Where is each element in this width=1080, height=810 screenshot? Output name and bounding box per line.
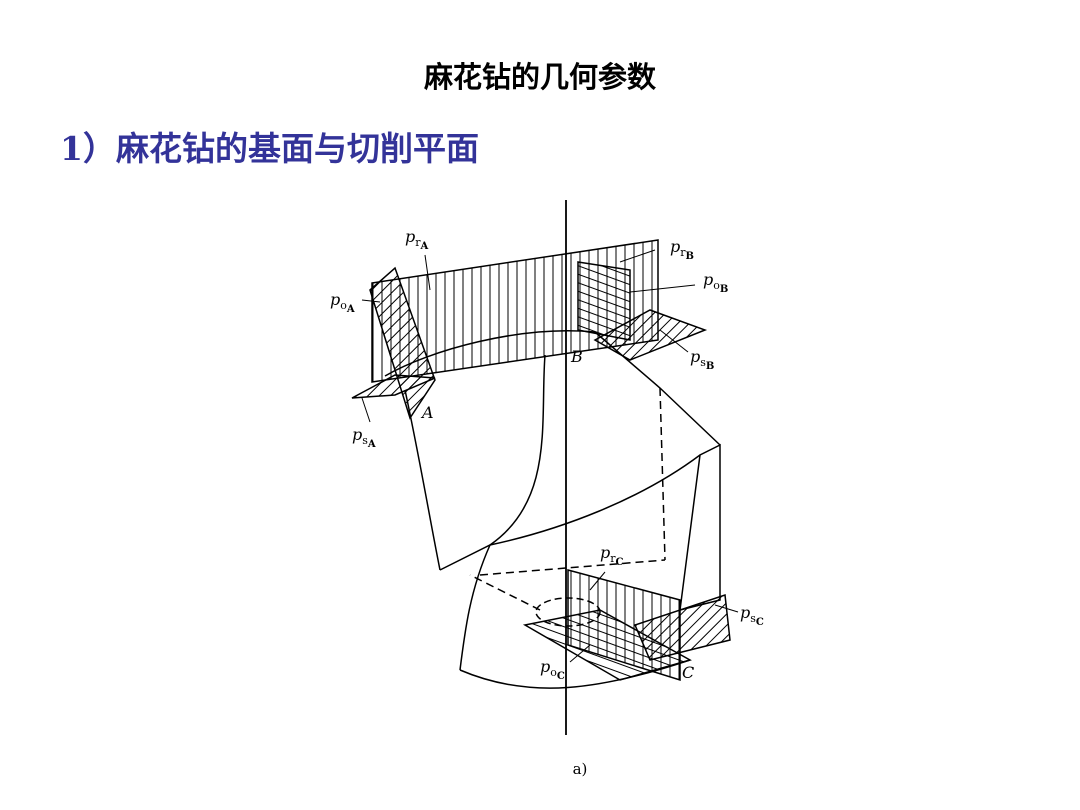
slide-title: 麻花钻的几何参数 — [423, 60, 656, 94]
drill-diagram: prA prB poB poA psB psA prC psC poC A B … — [330, 200, 764, 735]
label-ps-A: psA — [352, 425, 376, 450]
hidden-edge-3 — [479, 559, 666, 576]
point-C-label: C — [682, 663, 694, 682]
label-pr-C: prC — [600, 543, 624, 568]
plane-ps-C — [633, 593, 731, 661]
label-ps-C: psC — [740, 603, 764, 628]
hidden-edge-1 — [659, 387, 666, 561]
drill-land — [679, 443, 721, 611]
drill-flute-curve — [489, 354, 546, 546]
figure-caption: a) — [572, 760, 588, 778]
drill-side — [439, 454, 701, 571]
hidden-edge-2 — [469, 574, 541, 611]
label-po-B: poB — [703, 270, 728, 295]
point-B-label: B — [570, 347, 583, 366]
label-pr-A: prA — [405, 227, 429, 252]
plane-po-C — [522, 609, 692, 681]
label-po-A: poA — [330, 290, 355, 315]
drill-left-body — [404, 389, 441, 571]
chisel-circle — [535, 597, 601, 627]
plane-ps-B — [593, 309, 708, 361]
section-heading: 1）麻花钻的基面与切削平面 — [60, 129, 479, 168]
point-A-label: A — [420, 403, 434, 422]
label-po-C: poC — [540, 657, 565, 682]
plane-ps-A — [351, 374, 436, 399]
drill-geometry-figure: prA prB poB poA psB psA prC psC poC A B … — [300, 195, 780, 749]
drill-top-edge — [384, 330, 596, 377]
drill-lower-body — [459, 544, 491, 671]
label-ps-B: psB — [690, 347, 714, 372]
label-pr-B: prB — [670, 237, 694, 262]
